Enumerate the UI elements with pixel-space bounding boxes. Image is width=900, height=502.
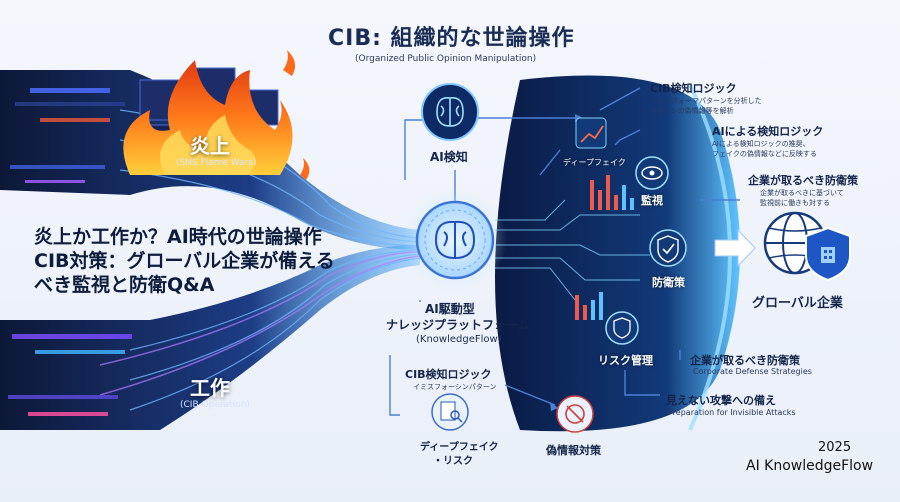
headline-line-3: べき監視と防衛Q&A <box>34 274 215 296</box>
deepfake-risk-label-1: ディープフェイク <box>420 442 499 453</box>
platform-label-1: AI駆動型 <box>425 302 475 316</box>
data-streaks <box>119 109 421 411</box>
glitch-bars <box>8 88 132 416</box>
panel-deepfake-label: ディープフェイク <box>563 158 626 167</box>
flame-sublabel: (SNS Flame Wars) <box>176 158 257 168</box>
deepfake-risk-label-2: ・リスク <box>433 456 473 467</box>
callout-cib-logic-desc-1: イミスフォーマパターンを分析した <box>650 97 762 105</box>
trend-icon <box>575 117 607 149</box>
disinfo-label: 偽情報対策 <box>546 444 601 457</box>
flame-illustration <box>123 50 310 180</box>
callout-corp-desc: Corporate Defense Strategies <box>693 367 812 376</box>
callout-invisible-desc: Preparation for Invisible Attacks <box>668 408 796 417</box>
document-search-icon <box>431 393 469 431</box>
callout-ai-logic-title: AIによる検知ロジック <box>712 125 824 138</box>
platform-label-3: (KnowledgeFlow) <box>416 334 502 345</box>
callout-corp-title: 企業が取るべき防衛策 <box>690 354 800 367</box>
panel-bars <box>575 175 618 320</box>
panel-risk-label: リスク管理 <box>598 354 653 367</box>
callout-corp-top-title: 企業が取るべき防衛策 <box>748 174 858 187</box>
headline-line-2: CIB対策：グローバル企業が備える <box>34 250 335 272</box>
shield-gear-icon <box>605 311 639 345</box>
operation-label: 工作 <box>190 376 230 400</box>
eye-icon <box>635 156 669 190</box>
flame-label: 炎上 <box>190 134 230 158</box>
cib-logic-lower-label: CIB検知ロジック <box>405 368 492 381</box>
headline-line-1: 炎上か工作か？AI時代の世論操作 <box>34 226 322 248</box>
callout-ai-logic-desc-2: フェイクの偽情報などに反映する <box>712 150 817 158</box>
footer-brand: AI KnowledgeFlow <box>746 458 874 474</box>
analysis-panel <box>495 75 740 432</box>
global-company-label: グローバル企業 <box>752 296 843 311</box>
operation-sublabel: (CIB Operation) <box>180 400 250 410</box>
page-subtitle: (Organized Public Opinion Manipulation) <box>355 54 537 64</box>
panel-monitor-label: 監視 <box>641 194 663 207</box>
operation-stream <box>0 245 420 430</box>
page-title: CIB: 組織的な世論操作 <box>328 26 575 51</box>
globe-shield-icon <box>763 211 851 282</box>
ai-detect-label: AI検知 <box>430 150 468 164</box>
callout-invisible-title: 見えない攻撃への備え <box>666 394 776 407</box>
platform-label-2: ナレッジプラットフォーム <box>386 318 530 332</box>
output-arrow <box>714 228 756 268</box>
callout-cib-logic-desc-2: パターンの偽情報等を解析 <box>650 107 734 115</box>
anti-disinfo-icon <box>556 395 594 433</box>
shield-check-icon <box>649 229 687 267</box>
footer-year: 2025 <box>818 440 852 455</box>
cib-logic-lower-sublabel: イミスフォーシンパターン <box>413 383 497 391</box>
callout-corp-top-desc-1: 企業が取るべきに基づいて <box>760 189 844 197</box>
callout-cib-logic-title: CIB検知ロジック <box>650 82 737 95</box>
panel-defense-label: 防衛策 <box>652 276 685 289</box>
callout-corp-top-desc-2: 監視前に働きも対する <box>760 199 830 207</box>
callout-ai-logic-desc-1: AIによる検知ロジックの推奨、 <box>712 140 810 148</box>
flow-arrows <box>389 87 740 416</box>
